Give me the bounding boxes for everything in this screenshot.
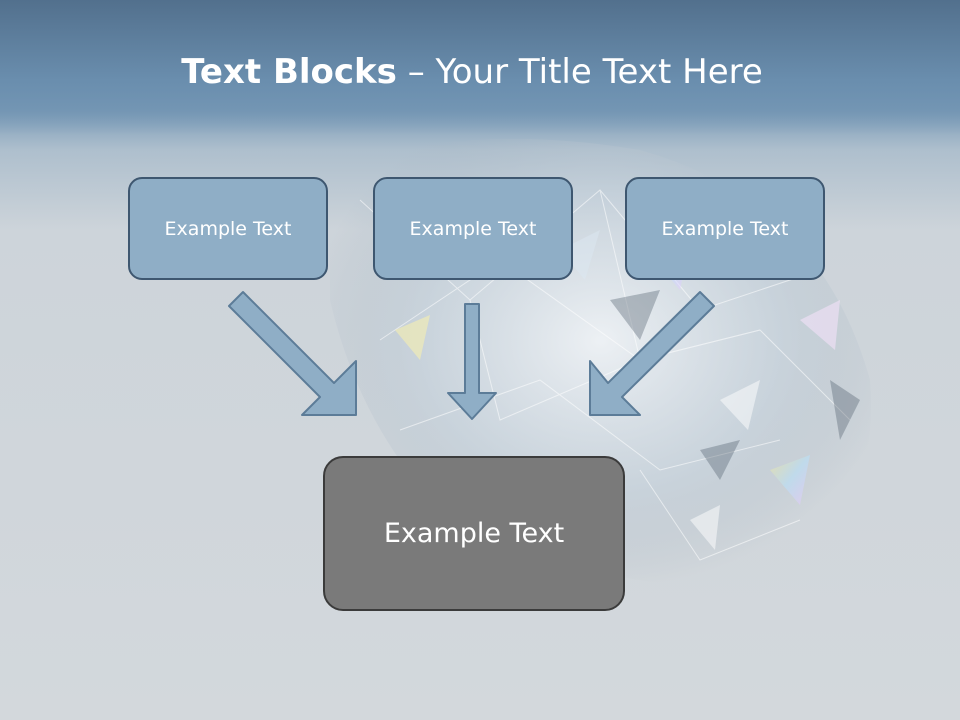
example-block-3[interactable]: Example Text (625, 177, 825, 280)
arrow-center (447, 303, 497, 420)
title-bold-part: Text Blocks (181, 52, 397, 92)
example-block-3-label: Example Text (661, 217, 789, 240)
arrow-right (589, 291, 715, 416)
example-block-1-label: Example Text (164, 217, 292, 240)
title-regular-part: – Your Title Text Here (396, 52, 763, 92)
main-example-block[interactable]: Example Text (323, 456, 625, 611)
slide-title: Text Blocks – Your Title Text Here (0, 52, 944, 92)
example-block-1[interactable]: Example Text (128, 177, 328, 280)
header-band (0, 0, 960, 135)
arrow-left (228, 291, 357, 416)
main-example-block-label: Example Text (383, 518, 565, 549)
example-block-2[interactable]: Example Text (373, 177, 573, 280)
example-block-2-label: Example Text (409, 217, 537, 240)
